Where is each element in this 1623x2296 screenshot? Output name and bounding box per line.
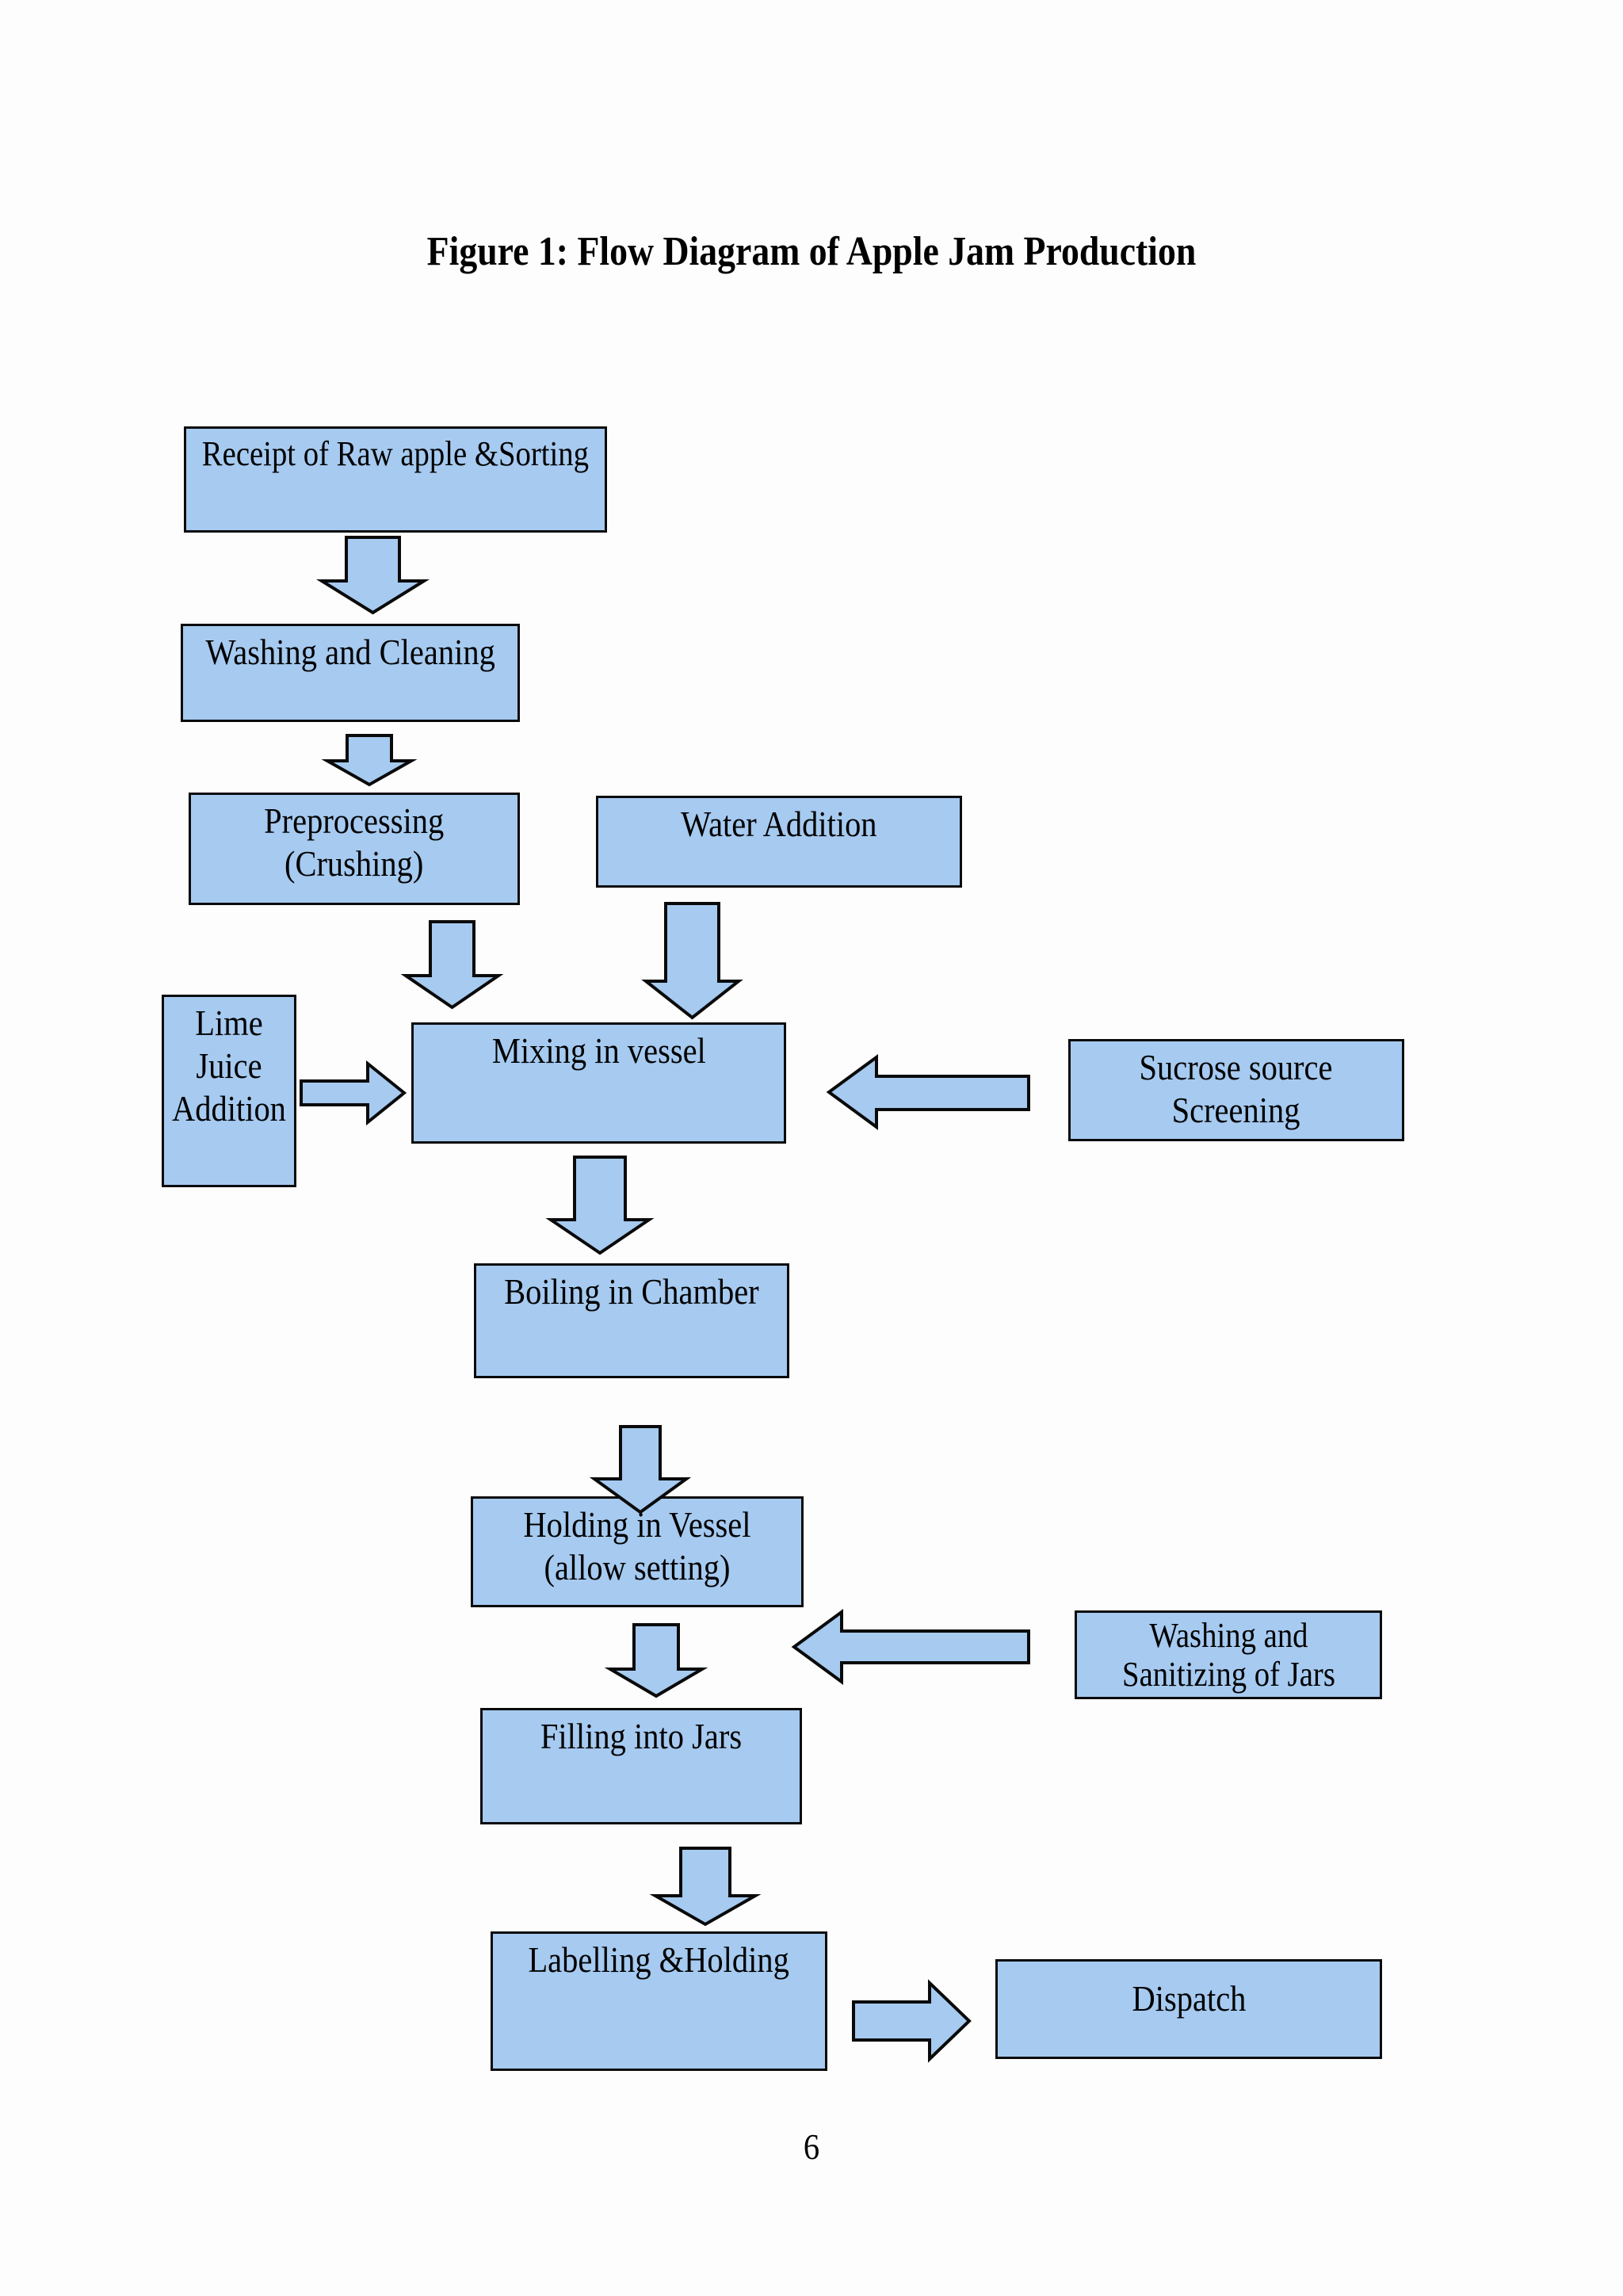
arrow-preprocessing-to-mixing-down-icon: [400, 920, 504, 1010]
arrow-water-to-mixing-down-icon: [641, 902, 743, 1020]
node-mixing-in-vessel: Mixing in vessel: [411, 1022, 786, 1144]
node-label: Filling into Jars: [540, 1716, 743, 1756]
node-label: Labelling &Holding: [528, 1939, 790, 1980]
node-label: Sucrose source Screening: [1140, 1047, 1333, 1130]
node-boiling-in-chamber: Boiling in Chamber: [474, 1263, 789, 1378]
arrow-lime-to-mixing-right-icon: [300, 1060, 407, 1126]
arrow-sucrose-to-mixing-left-icon: [826, 1054, 1030, 1130]
node-label: Holding in Vessel (allow setting): [523, 1504, 751, 1587]
node-washing-sanitizing-of-jars: Washing and Sanitizing of Jars: [1075, 1610, 1382, 1699]
node-label: Mixing in vessel: [491, 1030, 706, 1071]
node-filling-into-jars: Filling into Jars: [480, 1708, 802, 1824]
arrow-labelling-to-dispatch-right-icon: [852, 1979, 972, 2063]
node-label: Preprocessing (Crushing): [264, 800, 445, 884]
node-receipt-of-raw-apple-sorting: Receipt of Raw apple &Sorting: [184, 426, 607, 533]
node-preprocessing-crushing: Preprocessing (Crushing): [189, 793, 520, 905]
node-label: Water Addition: [681, 804, 877, 844]
arrow-mixing-to-boiling-down-icon: [545, 1156, 655, 1255]
node-labelling-holding: Labelling &Holding: [491, 1931, 827, 2071]
arrow-holding-to-filling-down-icon: [604, 1623, 708, 1698]
node-label: Washing and Cleaning: [205, 632, 495, 672]
arrow-boiling-to-holding-down-icon: [589, 1425, 692, 1515]
arrow-receipt-to-washing-down-icon: [315, 536, 430, 615]
node-holding-in-vessel: Holding in Vessel (allow setting): [471, 1496, 804, 1607]
figure-title: Figure 1: Flow Diagram of Apple Jam Prod…: [426, 229, 1197, 274]
node-label: Dispatch: [1132, 1978, 1246, 2019]
node-washing-and-cleaning: Washing and Cleaning: [181, 624, 520, 722]
node-label: Receipt of Raw apple &Sorting: [201, 434, 590, 473]
node-water-addition: Water Addition: [596, 796, 962, 888]
node-sucrose-source-screening: Sucrose source Screening: [1068, 1039, 1404, 1141]
arrow-washjars-to-filling-left-icon: [791, 1609, 1030, 1685]
arrow-filling-to-labelling-down-icon: [649, 1847, 762, 1927]
node-label: Washing and Sanitizing of Jars: [1121, 1616, 1335, 1694]
page-number: 6: [803, 2126, 820, 2167]
arrow-washing-to-preprocessing-down-icon: [321, 734, 418, 787]
node-label: Lime Juice Addition: [172, 1003, 286, 1129]
node-lime-juice-addition: Lime Juice Addition: [162, 995, 296, 1187]
node-label: Boiling in Chamber: [504, 1271, 759, 1312]
node-dispatch: Dispatch: [995, 1959, 1382, 2059]
